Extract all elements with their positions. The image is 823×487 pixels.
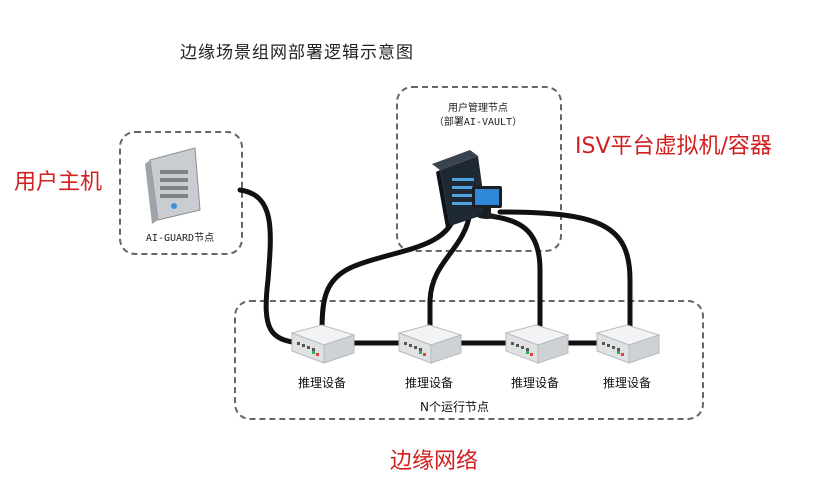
device-label-3: 推理设备 xyxy=(510,376,559,390)
device-label-4: 推理设备 xyxy=(602,376,651,390)
cable-monitor-to-device-3 xyxy=(487,213,543,333)
cables xyxy=(237,187,633,346)
inference-device-icon xyxy=(595,324,661,364)
mgmt-node-box xyxy=(396,86,562,252)
inference-device-icon xyxy=(290,324,356,364)
cable-monitor-to-device-4 xyxy=(497,209,633,333)
guard-node-label: AI-GUARD节点 xyxy=(145,233,215,244)
user-host-label: 用户主机 xyxy=(14,170,103,195)
run-nodes-label: N个运行节点 xyxy=(420,400,489,414)
isv-label: ISV平台虚拟机/容器 xyxy=(575,134,772,159)
monitor-icon xyxy=(472,186,502,219)
diagram-title: 边缘场景组网部署逻辑示意图 xyxy=(180,43,414,63)
edge-network-box xyxy=(234,300,704,420)
device-label-1: 推理设备 xyxy=(297,376,346,390)
mgmt-node-line1: 用户管理节点 xyxy=(448,103,508,114)
user-host-box xyxy=(119,131,243,255)
guard-server-icon xyxy=(145,147,201,224)
inference-device-icon xyxy=(504,324,570,364)
cable-server-to-device-2 xyxy=(427,209,473,333)
inference-device-icon xyxy=(397,324,463,364)
device-label-2: 推理设备 xyxy=(404,376,453,390)
edge-network-label: 边缘网络 xyxy=(390,449,479,474)
devices-group xyxy=(290,324,661,364)
mgmt-node-line2: （部署AI-VAULT） xyxy=(433,117,523,128)
mgmt-server-icon xyxy=(432,150,486,228)
cable-guard-to-device-1 xyxy=(237,187,303,346)
cable-server-to-device-1 xyxy=(319,209,458,333)
